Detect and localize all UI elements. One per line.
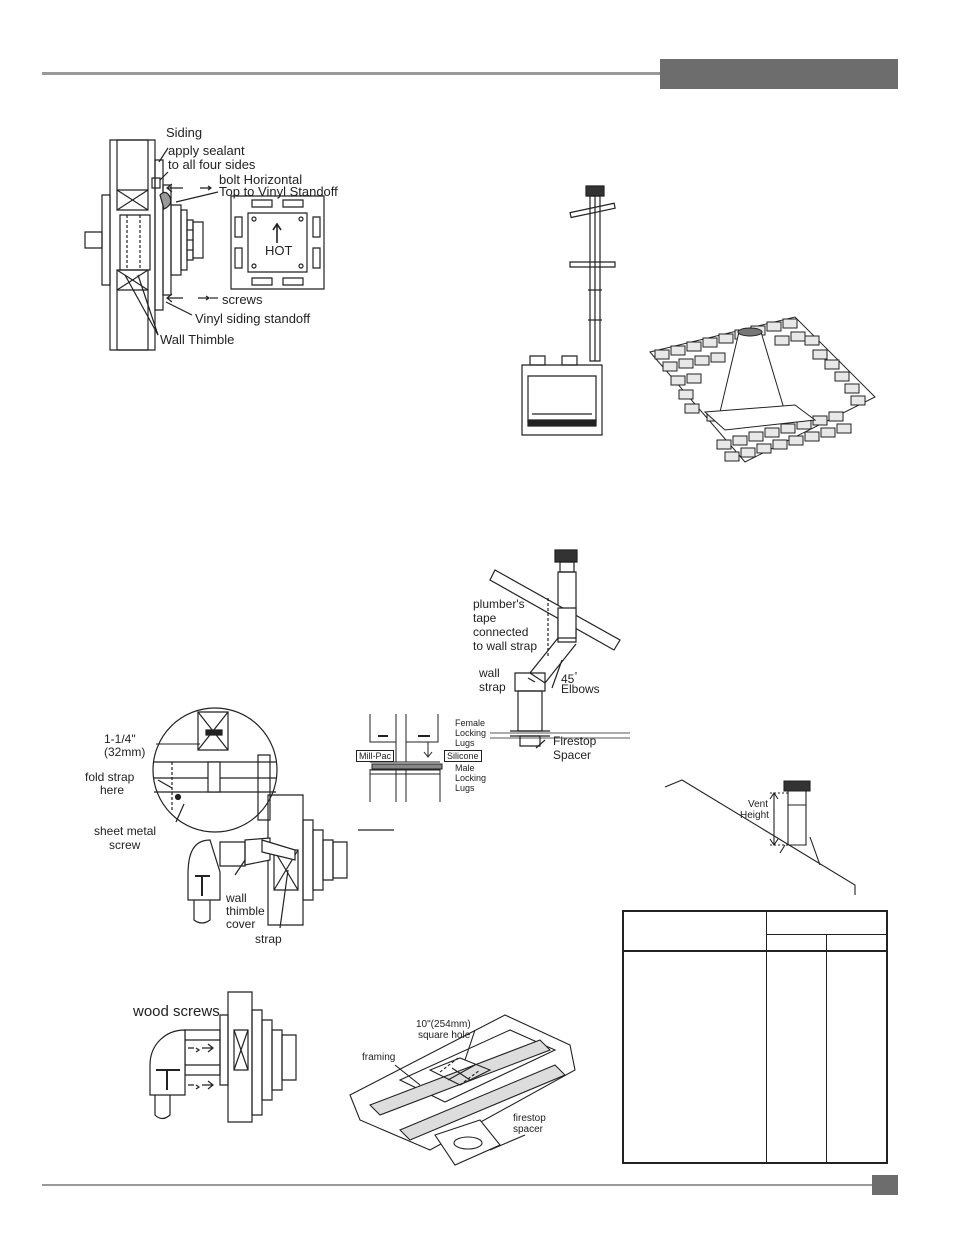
label-hole-1: 10"(254mm) [416, 1019, 471, 1030]
label-silicone: Silicone [444, 750, 482, 762]
label-framing: framing [362, 1052, 396, 1063]
label-screw-2: screw [109, 838, 141, 852]
label-vent-2: Height [740, 810, 769, 821]
label-male-1: Male [455, 763, 475, 773]
label-vinyl-standoff: Vinyl siding standoff [195, 311, 311, 326]
offset-elbows-drawing [490, 548, 630, 748]
wood-screws-drawing [140, 990, 305, 1125]
label-female-2: Locking [455, 728, 487, 738]
label-tape-3: connected [473, 625, 529, 639]
label-fold-2: here [100, 783, 125, 797]
label-male-3: Lugs [455, 783, 475, 793]
page-number-tab [872, 1175, 898, 1195]
vent-height-drawing [660, 775, 860, 900]
table-subheader-rule [766, 934, 888, 935]
label-bolt-1: bolt Horizontal [219, 172, 303, 187]
label-elbow-45: 45° [561, 671, 578, 686]
heat-shield-square [230, 195, 325, 290]
label-vent-1: Vent [748, 799, 769, 810]
label-dimension-2: (32mm) [104, 745, 146, 759]
label-screw-1: sheet metal [94, 824, 157, 838]
label-wood-screws: wood screws [133, 1003, 220, 1020]
label-female-1: Female [455, 718, 486, 728]
table-col-divider-1 [766, 912, 767, 1164]
fireplace-vertical-vent [520, 180, 610, 440]
strap-detail-drawing [150, 700, 360, 930]
vent-table [622, 910, 888, 1164]
label-siding: Siding [166, 125, 203, 140]
table-col-divider-2 [826, 934, 827, 1164]
section-tab [660, 59, 898, 89]
siding-standoff-drawing [80, 130, 340, 360]
locking-lugs-drawing [358, 712, 458, 832]
table-header-rule [624, 950, 888, 952]
label-sealant-1: apply sealant [168, 143, 245, 158]
label-cover-3: cover [226, 917, 256, 931]
label-bolt-2: Top to Vinyl Standoff [219, 184, 338, 199]
label-spacer-2: spacer [513, 1124, 544, 1135]
label-cover-1: wall [226, 891, 247, 905]
label-screws: screws [222, 292, 263, 307]
label-wall-thimble: Wall Thimble [160, 332, 235, 347]
label-sealant-2: to all four sides [168, 157, 256, 172]
label-wall-strap-1: wall [479, 666, 500, 680]
label-firestop-2: Spacer [553, 748, 592, 762]
label-millpac: Mill-Pac [356, 750, 395, 762]
label-firestop-1: Firestop [553, 734, 597, 748]
label-hole-2: square hole [418, 1030, 471, 1041]
footer-rule [42, 1184, 872, 1186]
label-cover-2: thimble [226, 904, 265, 918]
label-wall-strap-2: strap [479, 680, 506, 694]
label-spacer-1: firestop [513, 1113, 546, 1124]
label-tape-2: tape [473, 611, 497, 625]
label-hot: HOT [265, 243, 293, 258]
label-fold-1: fold strap [85, 770, 135, 784]
header-rule [42, 72, 662, 75]
roof-flashing-shingles [645, 312, 880, 467]
label-tape-1: plumber's [473, 597, 525, 611]
label-strap: strap [255, 932, 282, 946]
label-female-3: Lugs [455, 738, 475, 748]
label-elbows: Elbows [561, 682, 600, 696]
label-tape-4: to wall strap [473, 639, 538, 653]
label-male-2: Locking [455, 773, 487, 783]
framing-drawing [340, 1010, 580, 1175]
label-dimension-1: 1-1/4" [104, 732, 136, 746]
